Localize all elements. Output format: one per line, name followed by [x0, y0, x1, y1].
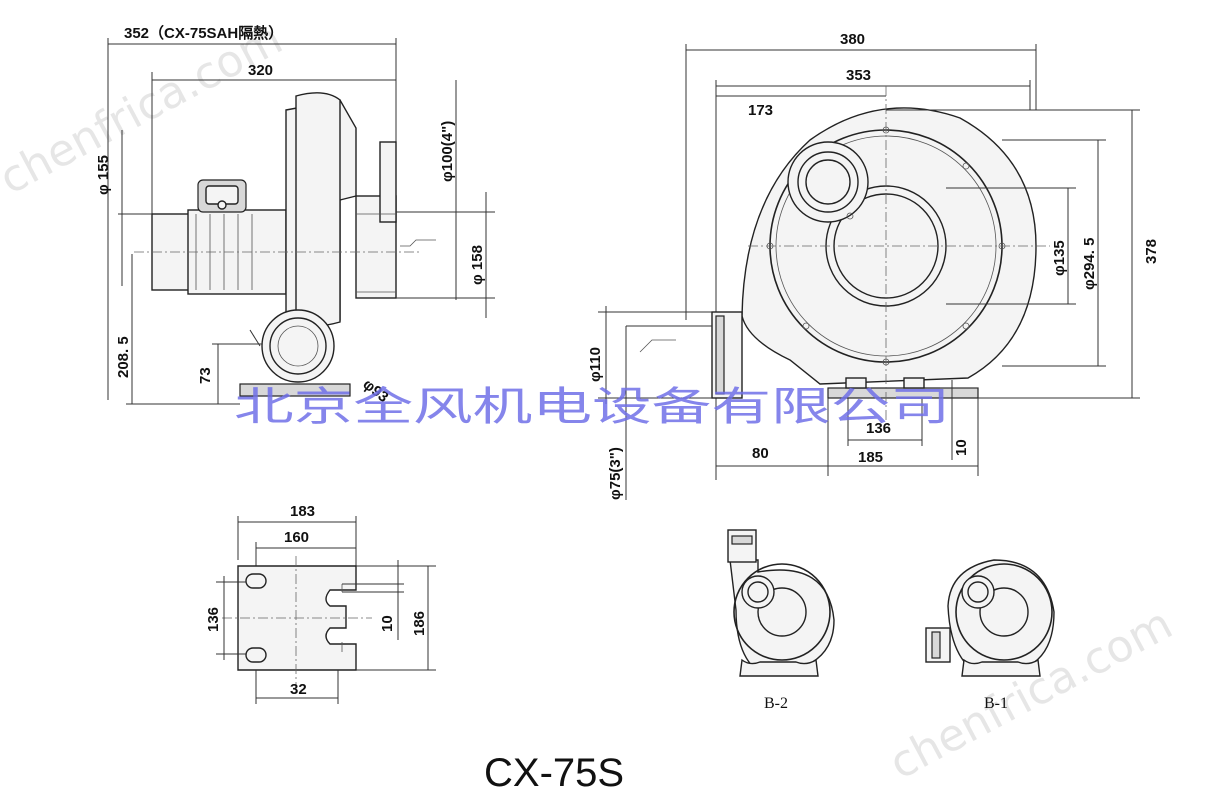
dim-353: 353: [846, 67, 871, 84]
variant-b1: B-1: [925, 559, 1055, 712]
dim-352: 352（CX-75SAH隔熱）: [124, 24, 283, 42]
dim-73: 73: [197, 367, 214, 384]
dim-380: 380: [840, 31, 865, 48]
variant-label-b2: B-2: [764, 695, 788, 712]
variant-label-b1: B-1: [984, 695, 1008, 712]
dim-320: 320: [248, 62, 273, 79]
base-view: 183 160 136 10 186 32: [205, 503, 436, 704]
dim-10-front: 10: [953, 439, 970, 456]
dim-160: 160: [284, 529, 309, 546]
dim-183: 183: [290, 503, 315, 520]
dim-32: 32: [290, 681, 307, 698]
dim-173: 173: [748, 102, 773, 119]
model-title: CX-75S: [484, 751, 624, 795]
variant-b2: B-2: [727, 529, 835, 712]
side-view: 352（CX-75SAH隔熱） 320 φ 155: [95, 24, 495, 406]
dim-135: φ135: [1051, 240, 1068, 276]
dim-185: 185: [858, 449, 883, 466]
front-view: 380 353 173: [587, 31, 1160, 500]
dim-75: φ75(3"): [607, 447, 624, 500]
dim-186: 186: [411, 611, 428, 636]
dim-10-base: 10: [379, 615, 396, 632]
dim-136-base: 136: [205, 607, 222, 632]
dim-155: φ 155: [95, 155, 112, 195]
dim-294-5: φ294. 5: [1081, 238, 1098, 290]
dim-100: φ100(4"): [439, 121, 456, 182]
dim-136-front: 136: [866, 420, 891, 437]
dim-378: 378: [1143, 239, 1160, 264]
dim-158: φ 158: [469, 245, 486, 285]
dim-208-5: 208. 5: [115, 336, 132, 378]
dim-110: φ110: [587, 347, 604, 382]
company-name: 北京全风机电设备有限公司: [234, 384, 950, 430]
dim-80: 80: [752, 445, 769, 462]
